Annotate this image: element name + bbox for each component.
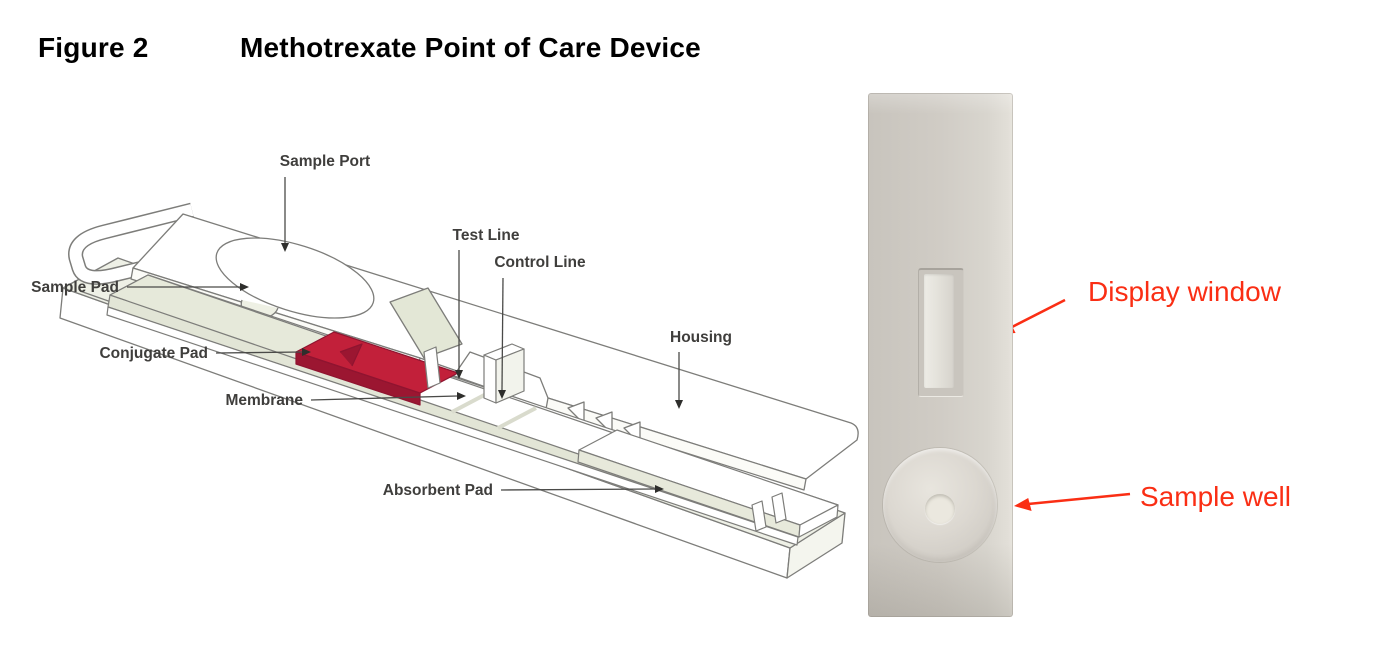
- conjugate-pad-arrowhead-icon: [302, 348, 311, 356]
- housing-left-clip: [68, 202, 202, 285]
- slot-tab-small: [423, 346, 441, 389]
- control-line-leader: [501, 277, 504, 391]
- annotation-sample-well: Sample well: [1140, 481, 1291, 512]
- sample-well-leader: [1027, 492, 1131, 506]
- tray-post: [751, 500, 767, 532]
- display-window-leader: [1011, 298, 1066, 329]
- absorbent-pad-end: [798, 504, 839, 538]
- absorbent-pad-leader: [500, 488, 656, 491]
- slot-tab-side: [495, 348, 525, 404]
- label-conjugate-pad: Conjugate Pad: [99, 345, 208, 362]
- conjugate-pad-fold: [339, 343, 363, 367]
- photo-annotation-arrows: [998, 298, 1131, 511]
- sample-well-hole: [925, 494, 955, 524]
- sample-port-arrowhead-icon: [281, 243, 289, 252]
- sample-port-opening: [215, 237, 375, 319]
- diagram-callouts: Sample Port Sample Pad Test Line Control…: [31, 153, 732, 499]
- display-window-strip: [924, 274, 954, 388]
- membrane-leader: [310, 395, 458, 401]
- test-strip: [106, 274, 839, 546]
- control-line-arrowhead-icon: [498, 390, 506, 399]
- tray-post: [771, 492, 787, 524]
- label-test-line: Test Line: [453, 227, 520, 244]
- label-membrane: Membrane: [225, 392, 303, 409]
- sample-well: [883, 448, 997, 562]
- label-control-line: Control Line: [494, 254, 586, 271]
- slot-tab-front: [483, 354, 497, 404]
- conjugate-pad-leader: [215, 351, 303, 354]
- test-line-arrowhead-icon: [455, 370, 463, 379]
- label-absorbent-pad: Absorbent Pad: [383, 482, 493, 499]
- label-sample-pad: Sample Pad: [31, 279, 119, 296]
- figure-title: Methotrexate Point of Care Device: [240, 32, 701, 63]
- label-sample-port: Sample Port: [280, 153, 370, 170]
- lid-slot-tabs: [423, 343, 525, 404]
- annotation-display-window: Display window: [1088, 276, 1281, 307]
- control-line-mark: [497, 406, 537, 430]
- device-photo: [868, 93, 1013, 617]
- sample-well-arrowhead-icon: [1014, 498, 1032, 511]
- display-window: [918, 268, 964, 397]
- lid-ramp: [389, 287, 463, 359]
- housing-arrowhead-icon: [675, 400, 683, 409]
- label-housing: Housing: [670, 329, 732, 346]
- membrane-arrowhead-icon: [457, 392, 466, 400]
- sample-pad-arrowhead-icon: [240, 283, 249, 291]
- absorbent-pad-arrowhead-icon: [655, 485, 664, 493]
- figure-number: Figure 2: [38, 32, 149, 63]
- strip-backing-edge: [106, 306, 799, 546]
